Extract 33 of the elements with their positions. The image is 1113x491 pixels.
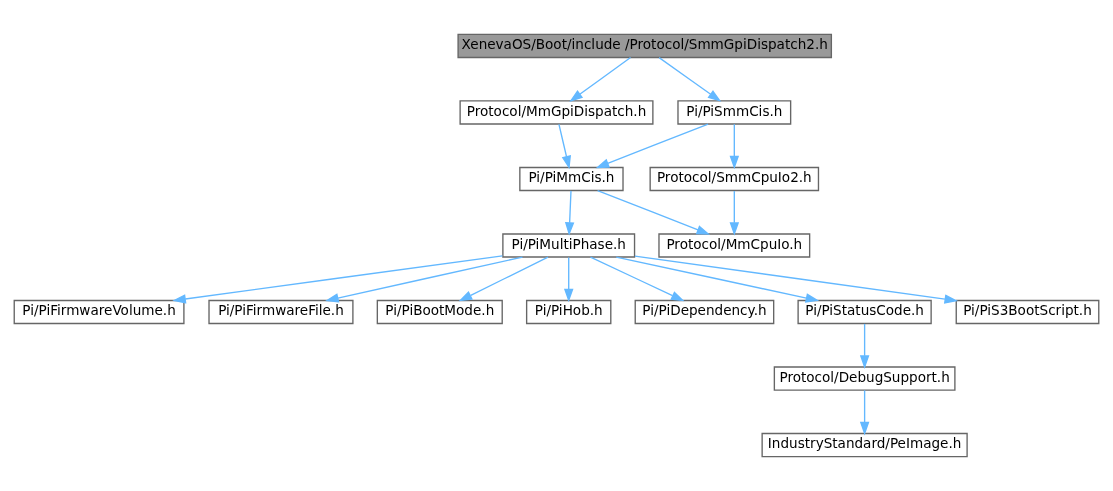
arrow [563,256,574,303]
arrow [458,256,549,302]
node-box: Pi/PiFirmwareVolume.h [13,299,185,325]
node-box: Pi/PiMmCis.h [519,166,624,192]
arrow [596,189,711,235]
arrow [595,123,709,169]
arrow [569,56,632,102]
arrow [729,190,740,236]
node-box: Pi/PiStatusCode.h [797,299,932,325]
node-box: Protocol/DebugSupport.h [773,366,956,391]
node-box: Pi/PiSmmCis.h [677,100,792,125]
node-box: Pi/PiFirmwareFile.h [208,299,354,325]
arrow [589,256,685,302]
arrow [658,56,722,102]
node-box: Protocol/SmmCpuIo2.h [649,166,820,192]
arrow [634,255,959,304]
arrow [564,190,575,236]
arrow [558,123,571,170]
node-box: Pi/PiBootMode.h [376,299,503,325]
arrow [859,323,870,369]
node-box: Pi/PiMultiPhase.h [502,233,636,258]
node-box: Protocol/MmCpuIo.h [658,233,811,258]
arrow [172,255,504,304]
arrow [325,256,524,303]
node-box: Pi/PiS3BootScript.h [955,299,1100,325]
node-box: Protocol/MmGpiDispatch.h [459,100,654,125]
node-box: Pi/PiHob.h [525,299,612,325]
node-box: IndustryStandard/PeImage.h [761,432,968,458]
arrow [859,389,870,436]
arrow [729,123,740,170]
node-box: XenevaOS/Boot/include /Protocol/SmmGpiDispatch2.h [457,33,833,59]
node-box: Pi/PiDependency.h [634,299,775,325]
arrow [615,256,820,303]
